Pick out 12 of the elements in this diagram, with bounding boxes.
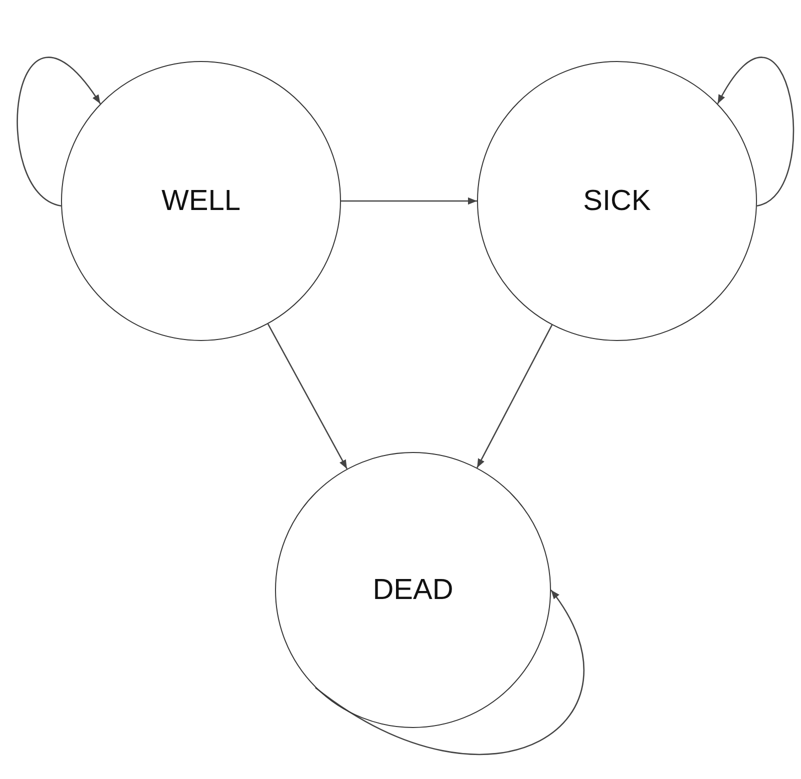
- arrow: [341, 197, 477, 205]
- state-label: DEAD: [372, 574, 454, 606]
- state-label: SICK: [583, 184, 651, 218]
- arrow: [267, 324, 348, 470]
- state-label: WELL: [162, 184, 240, 218]
- state-circle: [61, 61, 341, 341]
- arrow: [315, 590, 584, 756]
- arrow: [16, 56, 101, 206]
- arrow: [717, 57, 794, 206]
- state-circle: [275, 452, 551, 728]
- arrow: [476, 324, 553, 468]
- state-circle: [477, 61, 757, 341]
